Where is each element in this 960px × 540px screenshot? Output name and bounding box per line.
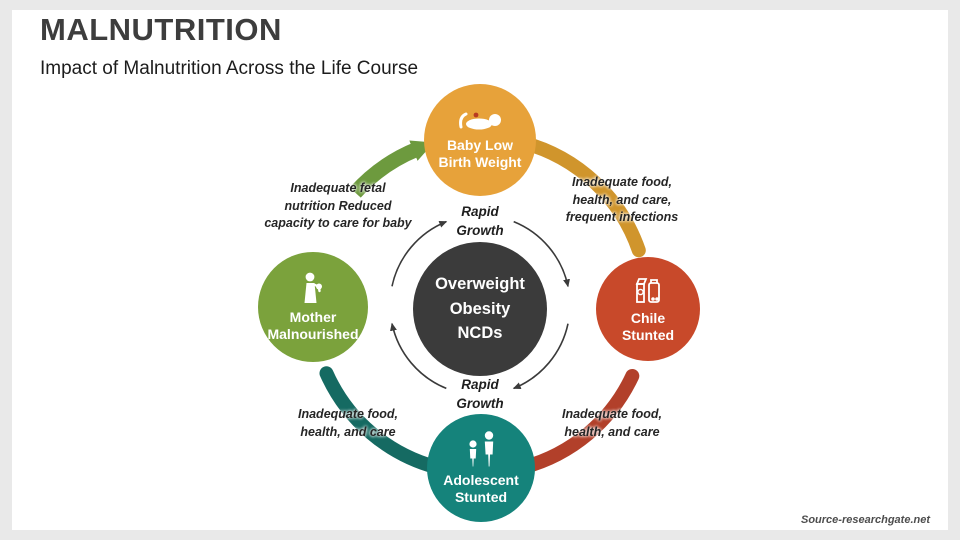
center-node-label: Overweight Obesity NCDs — [435, 274, 525, 343]
inner-arc-bottom-left — [390, 322, 447, 390]
node-label: Chile Stunted — [621, 309, 675, 344]
node-label: Adolescent Stunted — [443, 471, 519, 506]
inner-arc-top-left — [391, 220, 448, 287]
slide-subtitle: Impact of Malnutrition Across the Life C… — [40, 58, 419, 79]
growing-children-icon — [463, 430, 499, 468]
rapid-growth-label-bottom: Rapid Growth — [456, 377, 504, 411]
rapid-growth-label-top: Rapid Growth — [456, 204, 504, 238]
arc-adolescent-to-mother — [319, 366, 444, 475]
annotation-adolescent-to-mother: Inadequate food, health, and care — [298, 407, 398, 439]
node-chile-stunted: Chile Stunted — [596, 257, 700, 361]
sleeping-baby-icon — [455, 109, 505, 133]
annotation-baby-to-chile: Inadequate food, health, and care, frequ… — [565, 175, 679, 224]
annotation-mother-to-baby: Inadequate fetal nutrition Reduced capac… — [264, 181, 412, 230]
node-label: Mother Malnourished — [267, 308, 359, 343]
node-label: Baby Low Birth Weight — [438, 136, 522, 171]
inner-arc-bottom-right — [512, 323, 569, 390]
mother-baby-icon — [298, 271, 328, 305]
node-mother-malnourished: Mother Malnourished — [258, 252, 368, 362]
node-baby-low-birth-weight: Baby Low Birth Weight — [424, 84, 536, 196]
slide-title: MALNUTRITION — [40, 12, 282, 47]
node-adolescent-stunted: Adolescent Stunted — [427, 414, 535, 522]
milk-food-icon — [629, 274, 667, 306]
arc-baby-to-chile — [516, 135, 646, 258]
source-credit: Source-researchgate.net — [801, 514, 930, 526]
node-overweight-obesity-ncds: Overweight Obesity NCDs — [413, 242, 547, 376]
arc-chile-to-adolescent — [516, 369, 640, 475]
annotation-chile-to-adolescent: Inadequate food, health, and care — [562, 407, 662, 439]
arc-mother-to-baby-arrow — [349, 140, 434, 198]
inner-arc-top-right — [513, 220, 570, 288]
